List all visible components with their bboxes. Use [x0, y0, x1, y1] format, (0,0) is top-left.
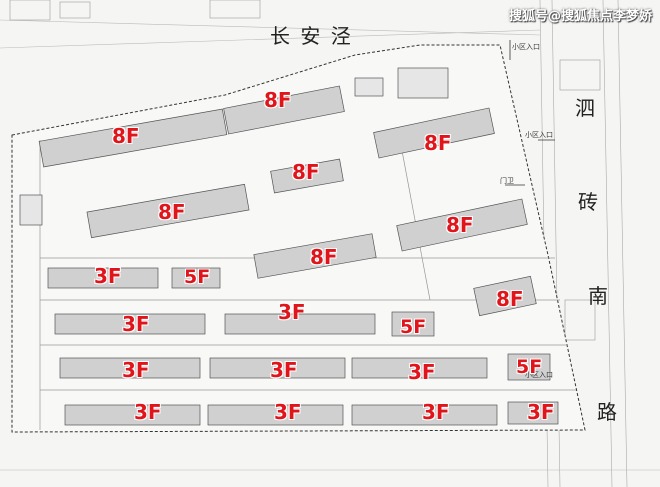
- road-name-east-3: 南: [588, 284, 610, 308]
- floor-label: 5F: [400, 316, 427, 338]
- building-block: [351, 357, 488, 379]
- building-block: [54, 313, 206, 335]
- building-block: [209, 357, 346, 379]
- floor-label: 3F: [270, 358, 298, 382]
- building-block: [354, 77, 384, 97]
- building-block: [64, 404, 201, 426]
- gate-label-south: 小区入口: [525, 371, 553, 379]
- road-name-east-4: 路: [597, 400, 619, 424]
- building-block: [507, 401, 559, 425]
- floor-label: 8F: [264, 88, 292, 112]
- building-block: [473, 275, 537, 317]
- building-block: [373, 107, 495, 159]
- building-block: [59, 357, 201, 379]
- building-block: [224, 313, 376, 335]
- building-block: [19, 194, 43, 226]
- building-block: [396, 198, 528, 252]
- floor-label: 8F: [496, 287, 524, 311]
- floor-label: 3F: [122, 312, 150, 336]
- building-block: [207, 404, 344, 426]
- gate-label-east: 小区入口: [525, 131, 553, 139]
- building-block: [38, 108, 228, 168]
- floor-label: 8F: [310, 245, 338, 269]
- floor-label: 3F: [527, 400, 555, 424]
- road-name-east-2: 砖: [578, 190, 600, 214]
- floor-label: 8F: [112, 124, 140, 148]
- watermark: 搜狐号@搜狐焦点李梦娇: [508, 9, 652, 24]
- building-block: [351, 404, 498, 426]
- building-block: [171, 267, 221, 289]
- floor-label: 8F: [158, 200, 186, 224]
- road-name-east-1: 泗: [575, 96, 597, 120]
- floor-label: 8F: [424, 131, 452, 155]
- building-block: [86, 183, 250, 239]
- floor-label: 3F: [274, 400, 302, 424]
- floor-label: 5F: [184, 266, 211, 288]
- building-block: [253, 233, 377, 279]
- floor-label: 8F: [292, 160, 320, 184]
- gate-label-mid: 门卫: [500, 177, 514, 185]
- floor-label: 3F: [122, 358, 150, 382]
- floor-label: 3F: [134, 400, 162, 424]
- building-block: [270, 158, 344, 194]
- gate-label-north: 小区入口: [512, 43, 540, 51]
- building-block: [47, 267, 159, 289]
- road-name-north: 长 安 泾: [270, 24, 353, 48]
- floor-label: 3F: [422, 400, 450, 424]
- building-block: [507, 353, 551, 381]
- building-block: [391, 311, 435, 337]
- floor-label: 3F: [278, 300, 306, 324]
- building-block: [397, 67, 449, 99]
- floor-label: 3F: [94, 264, 122, 288]
- floor-label: 5F: [516, 356, 543, 378]
- building-block: [223, 85, 345, 135]
- floor-label: 3F: [408, 360, 436, 384]
- floor-label: 8F: [446, 213, 474, 237]
